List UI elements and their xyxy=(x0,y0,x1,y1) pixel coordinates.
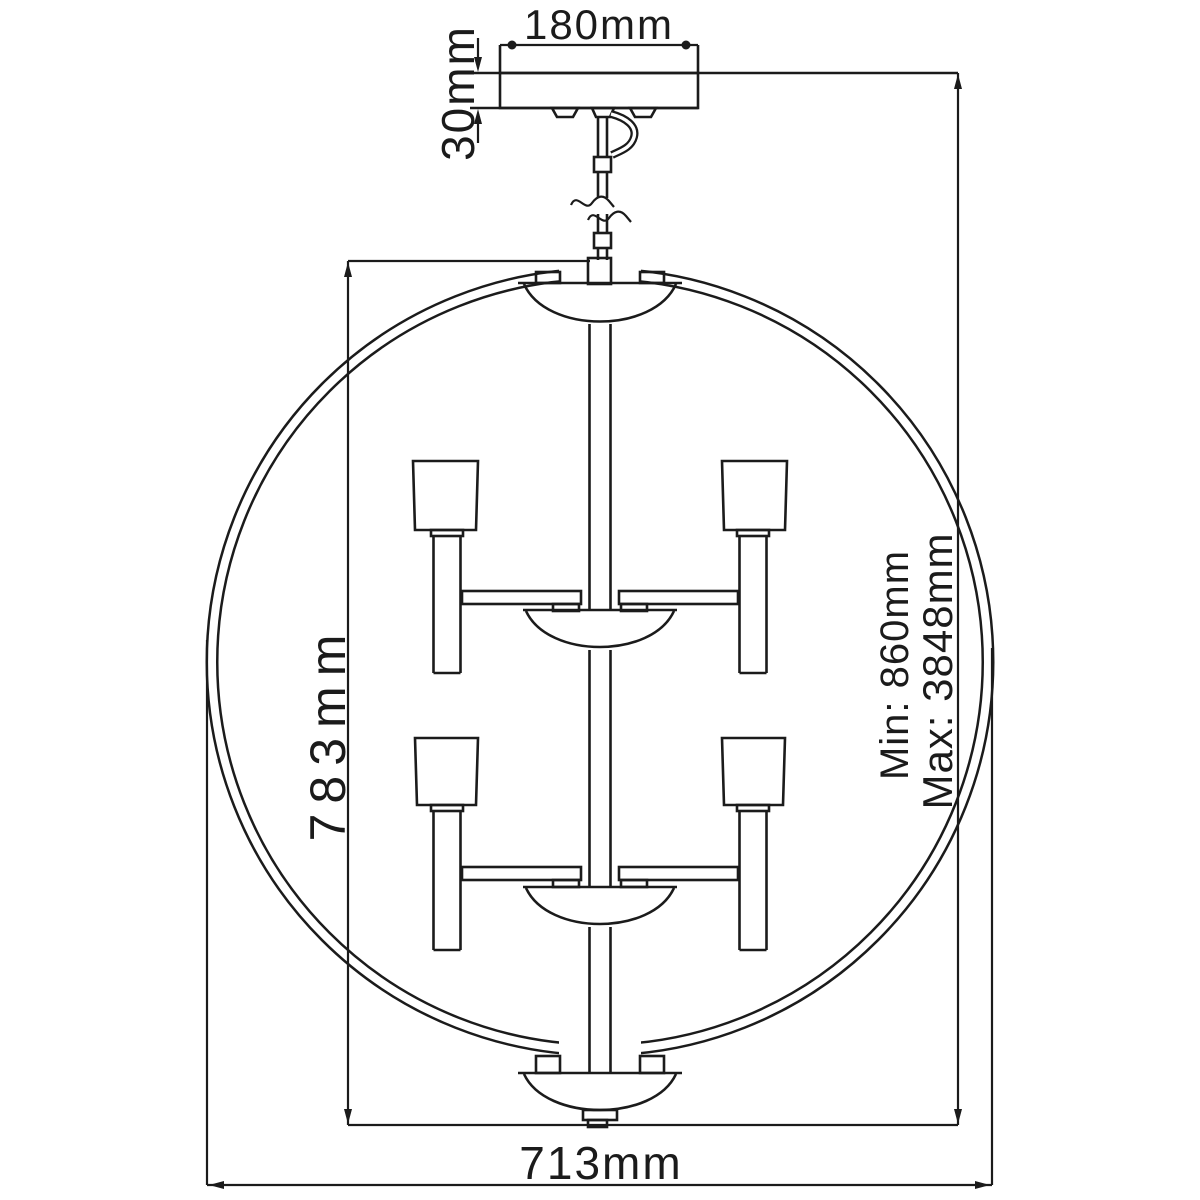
candle-shade xyxy=(413,736,480,807)
dim-body-height: 783mm xyxy=(300,259,958,1127)
arm-step xyxy=(551,878,581,889)
overall-width-label: 713mm xyxy=(519,1137,682,1189)
candle-arm xyxy=(460,589,583,606)
arm-step xyxy=(551,602,581,613)
hoop-end-caps xyxy=(534,270,666,1075)
bottom-bowl xyxy=(518,1071,682,1129)
middle-bowl-upper xyxy=(523,608,677,649)
canopy-depth-label: 30mm xyxy=(432,25,484,161)
central-stem xyxy=(586,256,613,1073)
arm-step xyxy=(619,602,649,613)
candle-shade xyxy=(720,736,787,807)
shade-neck xyxy=(735,528,771,538)
dim-canopy-depth: 30mm xyxy=(432,25,484,161)
dim-canopy-width: 180mm xyxy=(500,1,698,50)
body-height-label: 783mm xyxy=(300,625,356,842)
drop-min-label: Min: 860mm xyxy=(873,550,917,780)
hanging-cable xyxy=(609,110,639,159)
candle-arm xyxy=(617,589,740,606)
candle-shade xyxy=(411,459,480,532)
upper-right-candle xyxy=(617,459,789,675)
dim-drop-range: Min: 860mm Max: 3848mm xyxy=(873,73,962,1125)
finial xyxy=(581,1108,619,1122)
candle-arm xyxy=(460,865,583,882)
rod-top-flare xyxy=(589,106,617,119)
candle-arm xyxy=(617,865,740,882)
canopy-screw-right xyxy=(627,106,659,119)
drop-max-label: Max: 3848mm xyxy=(914,532,961,809)
rod-break-symbol xyxy=(569,195,632,223)
candle-shade xyxy=(720,459,789,532)
dim-overall-width: 713mm xyxy=(205,640,994,1189)
canopy-width-label: 180mm xyxy=(524,1,674,48)
ceiling-canopy xyxy=(470,45,958,119)
finial-stub xyxy=(586,1118,609,1129)
top-bowl xyxy=(518,281,682,323)
suspension-rod xyxy=(569,110,639,260)
lower-right-candle xyxy=(617,736,787,952)
shade-neck xyxy=(735,803,771,813)
arm-step xyxy=(619,878,649,889)
shade-neck xyxy=(429,803,465,813)
lower-left-candle xyxy=(413,736,583,952)
middle-bowl-lower xyxy=(523,885,677,926)
upper-left-candle xyxy=(411,459,583,675)
shade-neck xyxy=(429,528,465,538)
canopy-screw-left xyxy=(549,106,581,119)
